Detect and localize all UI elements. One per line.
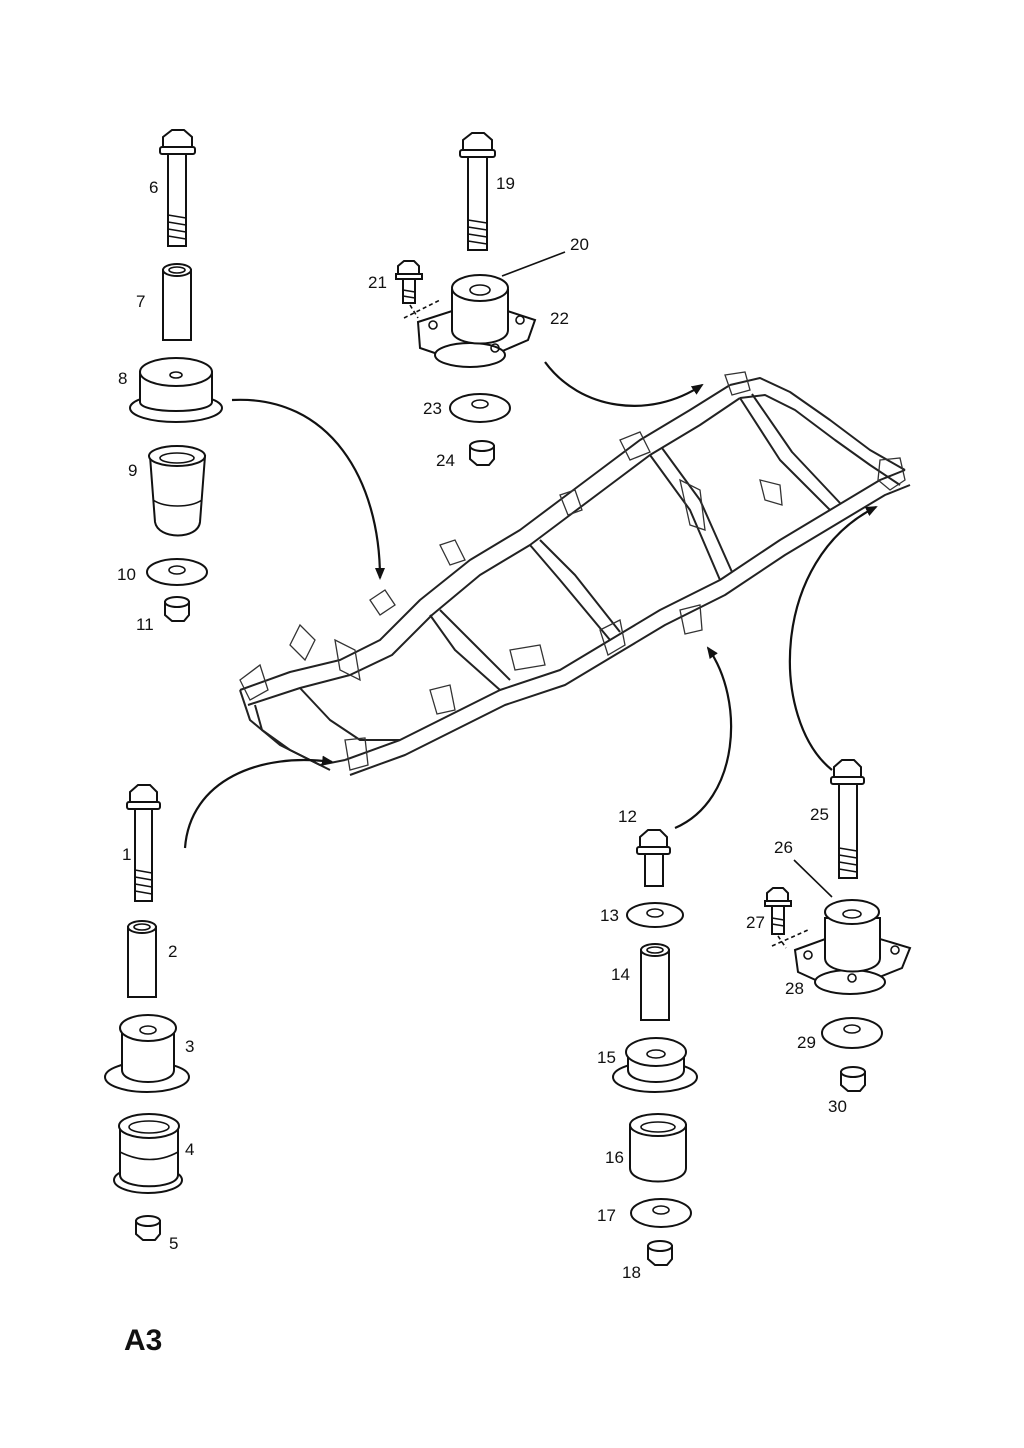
- spacer-tube-14: [640, 943, 670, 1021]
- washer-10: [146, 558, 208, 586]
- bushing-16: [629, 1113, 687, 1183]
- mount-group-12-18: [612, 829, 698, 1266]
- arrow-group-1-5: [183, 755, 334, 849]
- bolt-21-guide: [403, 299, 441, 319]
- bushing-9: [148, 445, 207, 537]
- callout-10: 10: [117, 565, 136, 584]
- mount-group-6-11: [129, 129, 223, 622]
- callout-8: 8: [118, 369, 127, 388]
- callout-15: 15: [597, 1048, 616, 1067]
- callout-18: 18: [622, 1263, 641, 1282]
- washer-29: [821, 1017, 883, 1049]
- nut-18: [647, 1240, 673, 1266]
- bolt-25: [830, 759, 865, 879]
- mount-group-25-30: [764, 759, 912, 1092]
- callout-6: 6: [149, 178, 158, 197]
- callout-4: 4: [185, 1140, 194, 1159]
- callout-26: 26: [774, 838, 793, 857]
- callout-22: 22: [550, 309, 569, 328]
- callout-3: 3: [185, 1037, 194, 1056]
- callout-9: 9: [128, 461, 137, 480]
- callout-labels: 1 2 3 4 5 6 7 8 9 10 11 12 13 14 15 16 1…: [117, 174, 847, 1282]
- leader-lines: [501, 251, 833, 898]
- callout-21: 21: [368, 273, 387, 292]
- nut-24: [469, 440, 495, 466]
- sheet-label: A3: [124, 1324, 162, 1357]
- bolt-21: [395, 260, 423, 304]
- bolt-12: [636, 829, 671, 887]
- arrow-group-19-24: [544, 361, 704, 407]
- nut-30: [840, 1066, 866, 1092]
- mount-20-22: [416, 274, 537, 368]
- callout-2: 2: [168, 942, 177, 961]
- mount-group-1-5: [104, 784, 190, 1241]
- assembly-arrows: [183, 361, 878, 849]
- washer-23: [449, 393, 511, 423]
- callout-24: 24: [436, 451, 455, 470]
- callout-5: 5: [169, 1234, 178, 1253]
- callout-19: 19: [496, 174, 515, 193]
- callout-12: 12: [618, 807, 637, 826]
- mount-26-28: [793, 899, 912, 995]
- spacer-tube-7: [162, 263, 192, 341]
- callout-17: 17: [597, 1206, 616, 1225]
- bolt-6: [159, 129, 196, 247]
- bushing-8: [129, 357, 223, 423]
- callout-28: 28: [785, 979, 804, 998]
- callout-7: 7: [136, 292, 145, 311]
- chassis-frame: [239, 371, 911, 776]
- callout-29: 29: [797, 1033, 816, 1052]
- callout-11: 11: [136, 615, 154, 634]
- callout-13: 13: [600, 906, 619, 925]
- nut-5: [135, 1215, 161, 1241]
- bolt-1: [126, 784, 161, 902]
- arrow-group-6-11: [231, 398, 385, 580]
- arrow-group-12-18: [674, 646, 733, 830]
- bushing-3: [104, 1014, 190, 1093]
- callout-30: 30: [828, 1097, 847, 1116]
- washer-13: [626, 902, 684, 928]
- callout-14: 14: [611, 965, 630, 984]
- callout-16: 16: [605, 1148, 624, 1167]
- bolt-19: [459, 132, 496, 251]
- callout-25: 25: [810, 805, 829, 824]
- mount-group-19-24: [395, 132, 537, 466]
- washer-17: [630, 1198, 692, 1228]
- callout-27: 27: [746, 913, 765, 932]
- callout-23: 23: [423, 399, 442, 418]
- bolt-27-guide: [771, 929, 809, 949]
- bushing-4: [113, 1113, 183, 1194]
- callout-1: 1: [122, 845, 131, 864]
- arrow-group-25-30: [788, 506, 878, 771]
- bushing-15: [612, 1037, 698, 1093]
- nut-11: [164, 596, 190, 622]
- callout-20: 20: [570, 235, 589, 254]
- bolt-27: [764, 887, 792, 935]
- spacer-tube-2: [127, 920, 157, 998]
